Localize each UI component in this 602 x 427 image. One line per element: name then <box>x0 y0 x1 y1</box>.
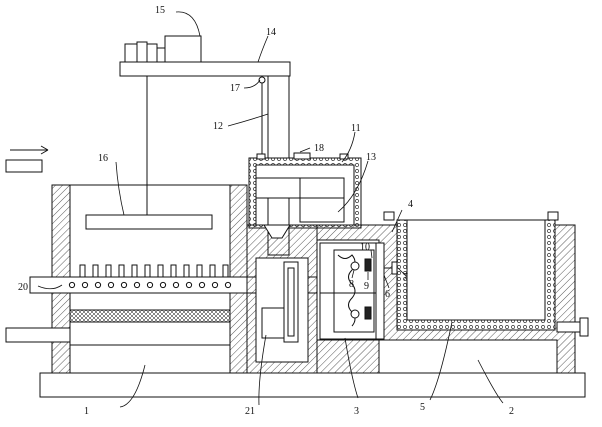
shaft-tooth <box>157 264 164 278</box>
shaft-hole <box>159 281 167 289</box>
label-12: 12 <box>213 121 223 132</box>
part-labels: 1 2 3 4 5 6 7 8 9 10 11 12 13 14 15 16 1… <box>18 5 514 417</box>
shaft-hole <box>81 281 89 289</box>
label-14: 14 <box>266 27 276 38</box>
label-16: 16 <box>98 153 108 164</box>
lift-block <box>255 177 345 229</box>
shaft-hole <box>133 281 141 289</box>
label-2: 2 <box>509 406 514 417</box>
label-5: 5 <box>420 402 425 413</box>
shaft-tooth <box>92 264 99 278</box>
lift-arm <box>119 61 291 77</box>
shaft-tooth <box>144 264 151 278</box>
label-7: 7 <box>403 272 408 283</box>
label-3: 3 <box>354 406 359 417</box>
filter-mesh <box>69 309 231 323</box>
outlet-pipe <box>556 317 589 337</box>
label-15: 15 <box>155 5 165 16</box>
shaft-hole <box>185 281 193 289</box>
label-9: 9 <box>364 281 369 292</box>
label-20: 20 <box>18 282 28 293</box>
base-plate <box>39 372 586 398</box>
label-8: 8 <box>349 279 354 290</box>
shaft-hole <box>94 281 102 289</box>
label-21: 21 <box>245 406 255 417</box>
shaft-hole <box>107 281 115 289</box>
shaft-tooth <box>131 264 138 278</box>
shaft-tooth <box>79 264 86 278</box>
right-tank <box>383 211 559 331</box>
label-10: 10 <box>360 242 370 253</box>
shaft-tooth <box>105 264 112 278</box>
motor <box>124 35 202 63</box>
middle-housing <box>246 224 318 374</box>
inlet-pipe <box>5 327 71 343</box>
shaft-hole <box>211 281 219 289</box>
shaft-holes <box>68 281 232 289</box>
label-13: 13 <box>366 152 376 163</box>
shaft-tooth <box>209 264 216 278</box>
label-1: 1 <box>84 406 89 417</box>
shaft-tooth <box>183 264 190 278</box>
shaft-tooth <box>170 264 177 278</box>
leader-lines <box>37 11 504 408</box>
shaft-hole <box>224 281 232 289</box>
label-11: 11 <box>351 123 361 134</box>
shaft-tooth <box>222 264 229 278</box>
shaft-tooth <box>196 264 203 278</box>
shaft-hole <box>146 281 154 289</box>
shaft-tooth <box>118 264 125 278</box>
shaft-hole <box>172 281 180 289</box>
feed-plate <box>5 159 43 173</box>
label-18: 18 <box>314 143 324 154</box>
label-4: 4 <box>408 199 413 210</box>
label-6: 6 <box>385 289 390 300</box>
arrow-right-icon <box>10 145 49 155</box>
stirring-plate <box>85 214 213 230</box>
gear-box <box>261 261 299 343</box>
slide-block <box>319 242 377 340</box>
label-17: 17 <box>230 83 240 94</box>
shaft-teeth <box>79 264 229 278</box>
shaft-hole <box>198 281 206 289</box>
shaft-hole <box>68 281 76 289</box>
shaft-hole <box>120 281 128 289</box>
